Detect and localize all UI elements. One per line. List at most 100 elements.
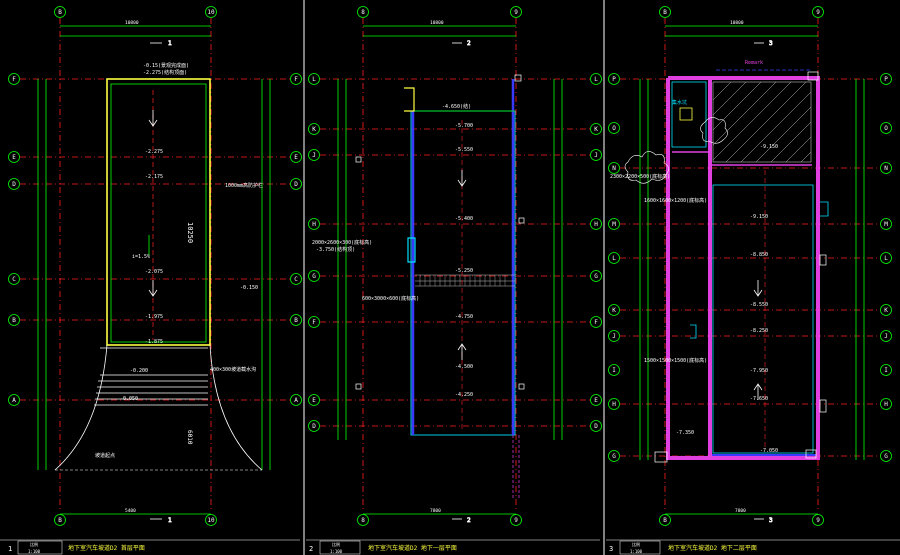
sheet2-axis-left-F-label: F: [312, 319, 316, 326]
dimension-lines: [337, 25, 563, 515]
section-mark-2-label: 2: [467, 40, 471, 47]
sheet3-axis-right-O-label: O: [884, 125, 888, 132]
sheet3-axis-right-K-bubble: [880, 304, 892, 316]
ramp-level-3: -0.050: [120, 396, 138, 402]
sheet2-axis-right-H-bubble: [590, 218, 602, 230]
sheet2-axis-right-G-bubble: [590, 270, 602, 282]
sheet3-axis-left-P-label: P: [612, 76, 616, 83]
top-dim: 10800: [125, 20, 139, 26]
level-box: -9.150: [760, 144, 778, 150]
sheet2-axis-left-J-label: J: [312, 152, 316, 159]
sheet2-axis-right-J-label: J: [594, 152, 598, 159]
top-dim: 10800: [730, 20, 744, 26]
sheet2-axis-left-E-bubble: [308, 394, 320, 406]
ramp-curve-right: [209, 344, 263, 471]
sheet3-axis-right-J-bubble: [880, 330, 892, 342]
title-scale: 1:100: [630, 549, 643, 554]
sheet3-axis-bottom-B-label: B: [663, 517, 667, 524]
sheet2-axis-right-H-label: H: [594, 221, 598, 228]
sheet3-axis-left-N-bubble: [608, 162, 620, 174]
sheet3-axis-right-H-label: H: [884, 401, 888, 408]
sheet1-axis-right-E-label: E: [294, 154, 298, 161]
sheet2-axis-top-8-label: 8: [361, 9, 365, 16]
sheet3-axis-left-I-label: I: [612, 367, 616, 374]
level-6: -7.650: [750, 396, 768, 402]
sheet2-axis-left-F-bubble: [308, 316, 320, 328]
sheet3-axis-left-L-bubble: [608, 252, 620, 264]
sheet1-axis-right-F-label: F: [294, 76, 298, 83]
sheet-1-ground-floor-plan: -0.15(景观完成面) -2.275(结构顶面) -2.275 -2.175 …: [20, 18, 292, 524]
ramp-inner-edge: [110, 83, 207, 343]
side-level: -0.150: [240, 285, 258, 291]
landscape-cloud-2: [700, 117, 728, 144]
sheet2-dim-text: 10800 7800: [430, 20, 444, 514]
sheet-2-b1-floor-plan: -4.650(结) -5.700 -5.550 -5.400 -5.250 -4…: [312, 18, 590, 524]
pit-label: 集水坑: [672, 99, 687, 106]
sheet2-axis-right-K-bubble: [590, 123, 602, 135]
sheet2-axis-right-E-bubble: [590, 394, 602, 406]
sheet3-axis-right-L-bubble: [880, 252, 892, 264]
magenta-inner: [672, 151, 812, 166]
title-label: 比例: [332, 541, 340, 547]
title-text: 地下室汽车坡道D2 首层平面: [68, 544, 145, 552]
sheet2-axis-bottom-9-bubble: [510, 514, 522, 526]
sheet2-axis-right-F-label: F: [594, 319, 598, 326]
ramp-drain-note: 400×300坡道截水沟: [210, 366, 256, 373]
sheet1-dim-text: 10800 5400: [125, 20, 139, 514]
sheet1-axis-right-B-label: B: [294, 317, 298, 324]
sheet2-axis-left-K-bubble: [308, 123, 320, 135]
sheet3-axis-right-G-label: G: [884, 453, 888, 460]
sheet3-axis-bottom-9-bubble: [812, 514, 824, 526]
sheet3-axis-right-N-bubble: [880, 162, 892, 174]
sheet1-axis-right-A-label: A: [294, 397, 298, 404]
level-3: -2.075: [145, 269, 163, 275]
level-4: -1.975: [145, 314, 163, 320]
sheet3-axis-right-K-label: K: [884, 307, 888, 314]
sheet2-axis-left-G-bubble: [308, 270, 320, 282]
sheet2-axis-left-L-label: L: [312, 76, 316, 83]
sheet3-axis-top-B-label: B: [663, 9, 667, 16]
sheet-3-b2-floor-plan: Remark -9.150 -9.150 -8.850 -8.550 -8.25…: [610, 18, 890, 524]
title-label: 比例: [30, 541, 38, 547]
sheet1-axis-right-A-bubble: [290, 394, 302, 406]
sheet1-axis-left-D-bubble: [8, 178, 20, 190]
sheet1-axis-right-F-bubble: [290, 73, 302, 85]
note-3: 2300×2200×500(底标高): [610, 173, 670, 180]
sheet3-axis-left-H-label: H: [612, 401, 616, 408]
wall-note: 600×3000×600(底标高): [362, 295, 419, 302]
title-text: 地下室汽车坡道D2 地下一层平面: [368, 544, 457, 552]
sheet2-axis-right-F-bubble: [590, 316, 602, 328]
section-mark-2-label-b: 2: [467, 517, 471, 524]
title-label: 比例: [632, 541, 640, 547]
dimension-lines: [639, 25, 865, 515]
sheet3-axis-right-G-bubble: [880, 450, 892, 462]
note-2: 1500×1500×1500(底标高): [644, 357, 707, 364]
top-remark: Remark: [745, 60, 763, 66]
section-mark-3-label-b: 3: [769, 517, 773, 524]
sheet3-axis-bottom-B-bubble: [659, 514, 671, 526]
direction-arrows: [753, 280, 763, 400]
sheet3-axis-right-H-bubble: [880, 398, 892, 410]
level-6: -4.750: [455, 314, 473, 320]
level-8: -7.050: [760, 448, 778, 454]
slope-label: i=1.5%: [132, 254, 150, 260]
level-3: -5.550: [455, 147, 473, 153]
sheet2-axis-left-H-bubble: [308, 218, 320, 230]
sheet1-axis-left-F-bubble: [8, 73, 20, 85]
sheet3-axis-left-M-label: M: [612, 221, 616, 228]
sheet1-axis-left-E-label: E: [12, 154, 16, 161]
sheet2-axis-top-9-label: 9: [514, 9, 518, 16]
level-2: -8.850: [750, 252, 768, 258]
sheet2-axis-left-D-bubble: [308, 420, 320, 432]
dimension-lines: [37, 25, 271, 515]
sheet1-axis-top-10-bubble: [205, 6, 217, 18]
sheet1-axis-bottom-10-label: 10: [207, 517, 215, 524]
sheet2-axis-left-J-bubble: [308, 149, 320, 161]
title-number: 2: [309, 545, 313, 553]
sheet3-axis-left-O-label: O: [612, 125, 616, 132]
sheet1-axis-left-A-label: A: [12, 397, 16, 404]
section-mark-3: 3 3: [754, 40, 773, 524]
opening-box: [407, 237, 416, 263]
ramp-steps: [94, 347, 208, 406]
sheet2-axis-left-L-bubble: [308, 73, 320, 85]
